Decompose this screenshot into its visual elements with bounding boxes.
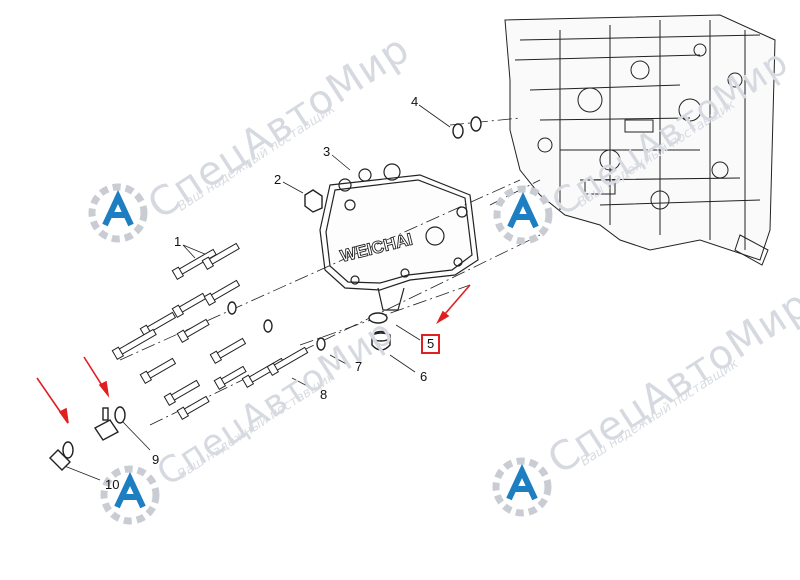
callout-4: 4 [411, 94, 419, 109]
engine-block [504, 14, 776, 266]
exploded-parts-diagram: WEICHAI СпецАвтоМир Ваш надежный поставщ… [36, 14, 800, 525]
bolts [111, 242, 309, 421]
callout-3: 3 [323, 144, 331, 159]
gear-case-cover [319, 163, 479, 311]
red-arrows [36, 284, 471, 424]
leader-lines [61, 104, 451, 481]
rings-and-fittings [49, 116, 482, 471]
callout-8: 8 [320, 387, 328, 402]
callout-9: 9 [152, 452, 160, 467]
callout-5-highlighted: 5 [421, 334, 441, 354]
watermark-logo-3 [100, 465, 160, 525]
callout-1: 1 [174, 234, 182, 249]
watermark-logo-1 [88, 183, 148, 243]
watermark-logo-4 [492, 457, 552, 517]
callout-7: 7 [355, 359, 363, 374]
callout-6: 6 [420, 369, 428, 384]
watermark-logo-2 [493, 185, 553, 245]
callout-2: 2 [274, 172, 282, 187]
callout-10: 10 [105, 477, 120, 492]
